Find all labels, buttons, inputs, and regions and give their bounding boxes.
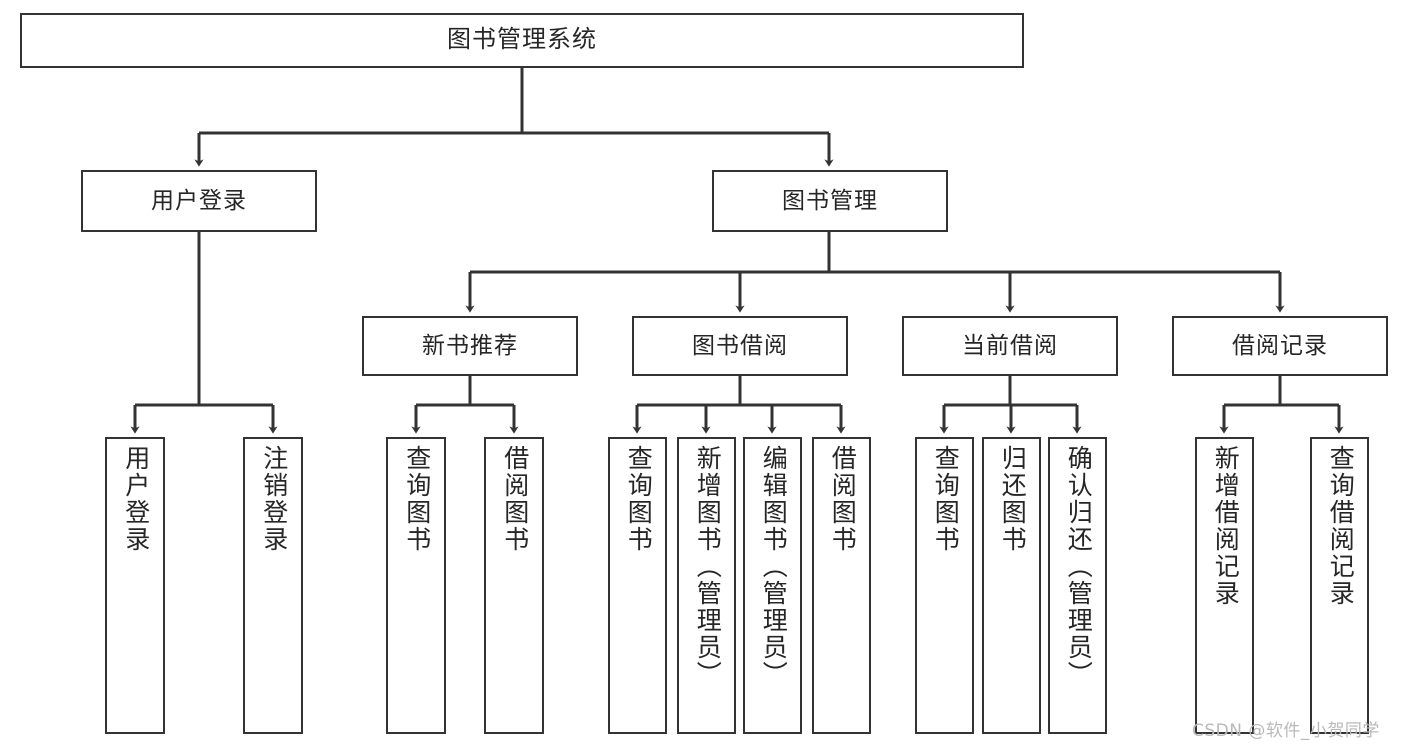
leaf-borrow-book-rec[interactable]: 借阅图书 — [484, 437, 544, 734]
node-new-book-recommend-label: 新书推荐 — [422, 332, 518, 359]
leaf-confirm-return-label: 确认归还（管理员） — [1064, 445, 1093, 688]
node-book-manage-label: 图书管理 — [782, 187, 878, 214]
node-borrow-record[interactable]: 借阅记录 — [1172, 316, 1388, 376]
leaf-add-record[interactable]: 新增借阅记录 — [1195, 437, 1254, 734]
leaf-user-login-label: 用户登录 — [121, 445, 150, 553]
leaf-query-record-label: 查询借阅记录 — [1326, 445, 1355, 607]
node-root[interactable]: 图书管理系统 — [20, 13, 1024, 68]
leaf-return-book-label: 归还图书 — [998, 445, 1027, 553]
leaf-borrow-book-label: 借阅图书 — [828, 445, 857, 553]
node-book-borrow-label: 图书借阅 — [692, 332, 788, 359]
leaf-query-book-cur-label: 查询图书 — [931, 445, 960, 553]
node-book-borrow[interactable]: 图书借阅 — [632, 316, 848, 376]
leaf-confirm-return[interactable]: 确认归还（管理员） — [1048, 437, 1107, 734]
leaf-add-book-label: 新增图书（管理员） — [693, 445, 722, 688]
leaf-query-book-cur[interactable]: 查询图书 — [915, 437, 974, 734]
node-book-manage[interactable]: 图书管理 — [712, 170, 948, 232]
node-borrow-record-label: 借阅记录 — [1232, 332, 1328, 359]
leaf-edit-book-label: 编辑图书（管理员） — [759, 445, 788, 688]
leaf-query-book-borrow-label: 查询图书 — [624, 445, 653, 553]
node-current-borrow-label: 当前借阅 — [962, 332, 1058, 359]
csdn-watermark: CSDN @软件_小贺同学 — [1192, 721, 1380, 741]
leaf-user-login[interactable]: 用户登录 — [105, 437, 165, 734]
leaf-query-book-rec-label: 查询图书 — [402, 445, 431, 553]
node-user-login[interactable]: 用户登录 — [81, 170, 317, 232]
leaf-edit-book[interactable]: 编辑图书（管理员） — [743, 437, 802, 734]
node-root-label: 图书管理系统 — [447, 26, 597, 54]
leaf-logout[interactable]: 注销登录 — [243, 437, 303, 734]
leaf-return-book[interactable]: 归还图书 — [982, 437, 1041, 734]
leaf-query-book-rec[interactable]: 查询图书 — [386, 437, 446, 734]
leaf-query-record[interactable]: 查询借阅记录 — [1310, 437, 1369, 734]
node-user-login-label: 用户登录 — [151, 187, 247, 214]
node-current-borrow[interactable]: 当前借阅 — [902, 316, 1118, 376]
leaf-logout-label: 注销登录 — [259, 445, 288, 553]
leaf-borrow-book[interactable]: 借阅图书 — [812, 437, 871, 734]
leaf-add-book[interactable]: 新增图书（管理员） — [677, 437, 736, 734]
node-new-book-recommend[interactable]: 新书推荐 — [362, 316, 578, 376]
leaf-add-record-label: 新增借阅记录 — [1211, 445, 1240, 607]
leaf-borrow-book-rec-label: 借阅图书 — [500, 445, 529, 553]
leaf-query-book-borrow[interactable]: 查询图书 — [608, 437, 667, 734]
